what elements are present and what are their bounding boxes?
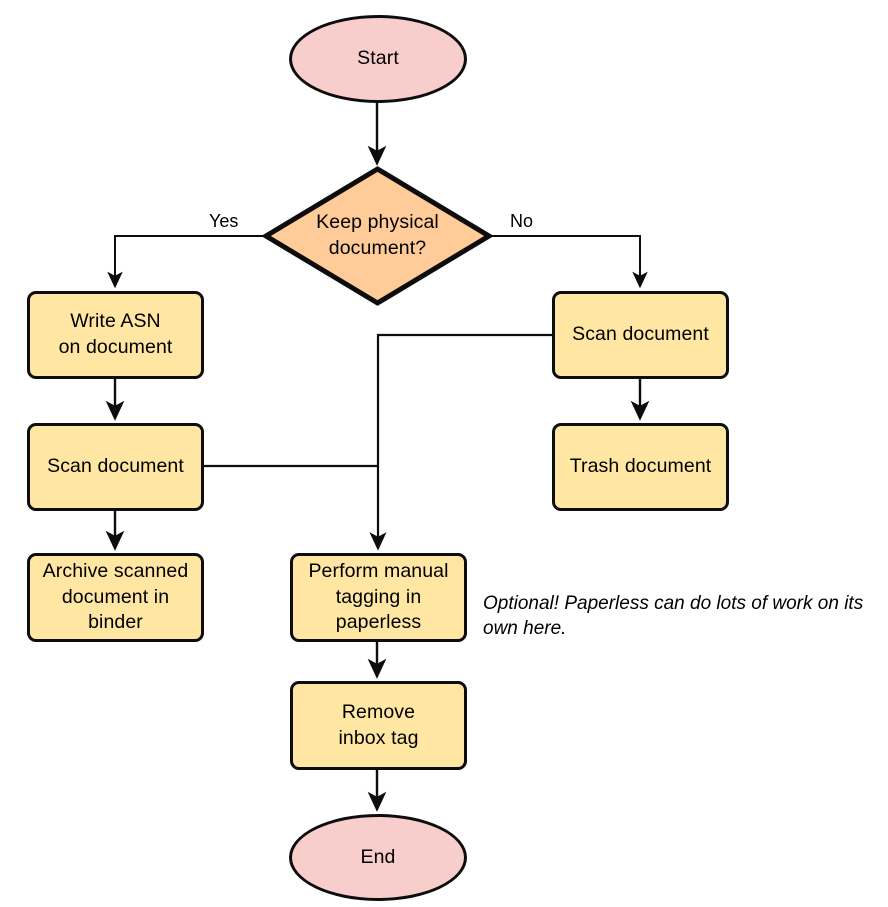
node-trash-document-label: Trash document bbox=[569, 455, 712, 478]
node-perform-manual-tagging-in-paperless[interactable]: Perform manual tagging in paperless bbox=[290, 553, 467, 642]
decision-diamond-shape bbox=[263, 166, 492, 306]
node-scan-document-left-label: Scan document bbox=[47, 455, 184, 478]
node-scan-document-right[interactable]: Scan document bbox=[552, 291, 729, 379]
edge-label-no: No bbox=[510, 211, 534, 231]
node-start[interactable]: Start bbox=[289, 15, 467, 103]
edge-decision-no-to-scan-right bbox=[490, 235, 648, 289]
node-end-label: End bbox=[360, 845, 396, 868]
node-scan-document-right-label: Scan document bbox=[572, 323, 709, 346]
annotation-optional-note: Optional! Paperless can do lots of work … bbox=[483, 593, 864, 640]
node-trash-document[interactable]: Trash document bbox=[552, 423, 729, 511]
node-end[interactable]: End bbox=[289, 814, 467, 901]
edge-label-yes: Yes bbox=[209, 211, 239, 231]
node-decision-label: Keep physical document? bbox=[316, 211, 439, 259]
node-write-asn-on-document[interactable]: Write ASN on document bbox=[27, 291, 204, 379]
node-write-asn-label: Write ASN on document bbox=[58, 310, 173, 358]
node-start-label: Start bbox=[357, 47, 399, 70]
node-remove-inbox-tag[interactable]: Remove inbox tag bbox=[290, 681, 467, 770]
node-remove-inbox-tag-label: Remove inbox tag bbox=[338, 700, 419, 749]
node-manual-tagging-label: Perform manual tagging in paperless bbox=[308, 559, 449, 634]
node-archive-scanned-document-in-binder[interactable]: Archive scanned document in binder bbox=[27, 553, 204, 642]
node-decision-keep-physical-document[interactable]: Keep physical document? bbox=[263, 166, 492, 306]
edge-decision-yes-to-write-asn bbox=[107, 235, 265, 289]
node-archive-binder-label: Archive scanned document in binder bbox=[42, 559, 189, 634]
node-scan-document-left[interactable]: Scan document bbox=[27, 423, 204, 511]
edge-scan-right-to-manual-tagging bbox=[369, 333, 552, 551]
